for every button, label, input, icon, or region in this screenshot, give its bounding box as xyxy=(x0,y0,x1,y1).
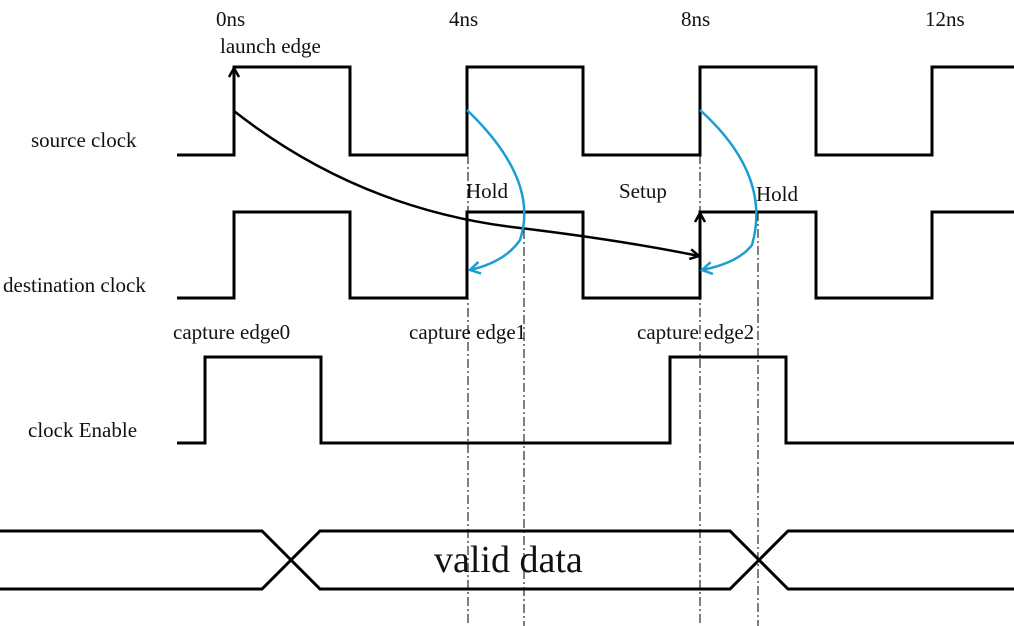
hold-label-1: Hold xyxy=(466,179,508,203)
time-label-8ns: 8ns xyxy=(681,7,711,31)
capture-edge2-label: capture edge2 xyxy=(637,320,755,344)
destination-clock-waveform xyxy=(177,210,1014,300)
clock-enable-waveform xyxy=(177,355,1014,445)
destination-clock-label: destination clock xyxy=(3,273,146,297)
time-label-12ns: 12ns xyxy=(925,7,965,31)
setup-label: Setup xyxy=(619,179,667,203)
launch-edge-label: launch edge xyxy=(220,34,321,58)
hold-label-2: Hold xyxy=(756,182,798,206)
clock-enable-label: clock Enable xyxy=(28,418,138,442)
time-label-4ns: 4ns xyxy=(449,7,479,31)
capture-edge1-label: capture edge1 xyxy=(409,320,527,344)
hold-arrow-2 xyxy=(699,109,758,270)
capture-edge0-label: capture edge0 xyxy=(173,320,291,344)
time-label-0ns: 0ns xyxy=(216,7,246,31)
source-clock-label: source clock xyxy=(31,128,137,152)
data-bus-waveform xyxy=(0,529,1014,591)
hold-arrow-1 xyxy=(466,109,526,270)
source-clock-waveform xyxy=(177,65,1014,157)
valid-data-label: valid data xyxy=(434,539,583,581)
data-path-arrow xyxy=(233,110,699,256)
